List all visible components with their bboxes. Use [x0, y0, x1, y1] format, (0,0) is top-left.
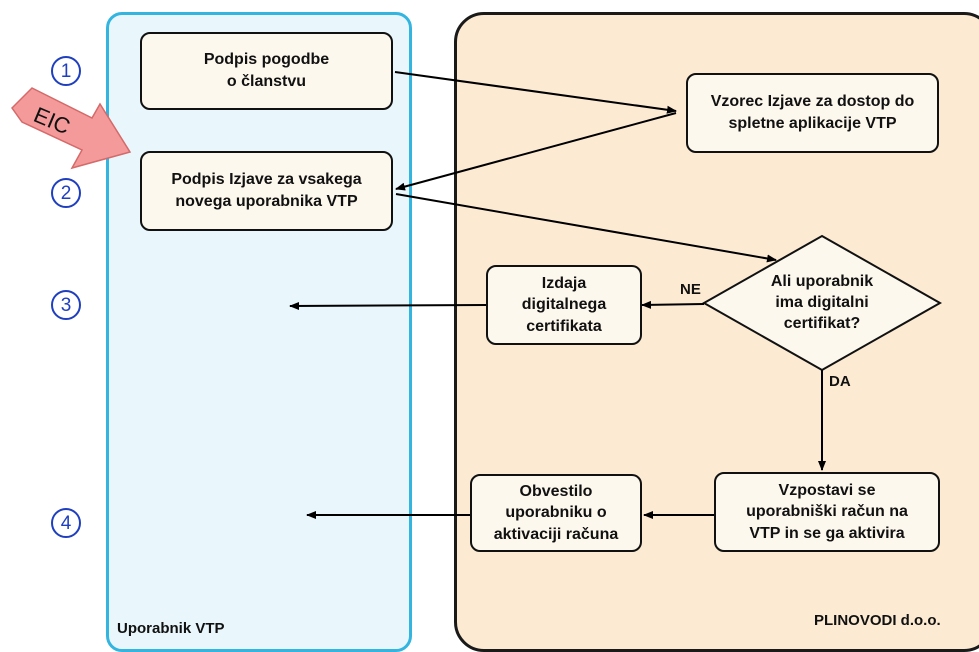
step-2-marker: 2 — [51, 178, 81, 208]
arrow-decision-no — [641, 300, 705, 309]
arrow-template-to-sign — [395, 112, 677, 191]
eic-callout-arrow — [11, 87, 132, 170]
user-lane-label: Uporabnik VTP — [117, 620, 225, 637]
statement-template-box: Vzorec Izjave za dostop do spletne aplik… — [686, 73, 939, 153]
arrow-membership-to-template — [394, 71, 677, 114]
step-3-marker: 3 — [51, 290, 81, 320]
step-4-marker: 4 — [51, 508, 81, 538]
membership-contract-box: Podpis pogodbe o članstvu — [140, 32, 393, 110]
no-label: NE — [680, 281, 701, 298]
issue-certificate-box: Izdaja digitalnega certifikata — [486, 265, 642, 345]
decision-question: Ali uporabnik ima digitalni certifikat? — [770, 273, 874, 332]
arrow-certificate-to-user — [289, 301, 487, 310]
operator-lane-label: PLINOVODI d.o.o. — [814, 612, 941, 629]
create-account-box: Vzpostavi se uporabniški račun na VTP in… — [714, 472, 940, 552]
yes-label: DA — [829, 373, 851, 390]
notify-user-box: Obvestilo uporabniku o aktivaciji računa — [470, 474, 642, 552]
sign-statement-box: Podpis Izjave za vsakega novega uporabni… — [140, 151, 393, 231]
arrow-sign-to-decision — [395, 193, 777, 263]
step-1-marker: 1 — [51, 56, 81, 86]
user-swimlane — [106, 12, 412, 652]
